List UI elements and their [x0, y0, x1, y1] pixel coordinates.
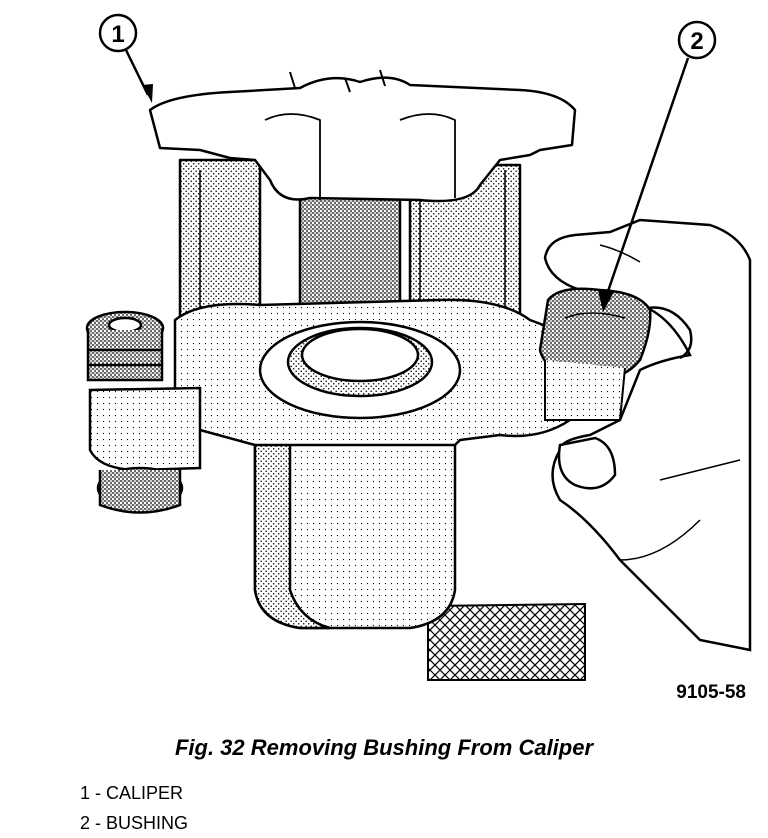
- legend-item-caliper: 1 - CALIPER: [80, 783, 184, 803]
- callout-1-number: 1: [111, 21, 124, 48]
- figure-caption: Fig. 32 Removing Bushing From Caliper: [174, 735, 594, 760]
- legend-item-bushing: 2 - BUSHING: [80, 813, 189, 833]
- slide-pin-boot: [85, 310, 202, 514]
- caliper-body: [148, 69, 577, 630]
- bushing: [538, 287, 652, 421]
- caliper-bushing-illustration: 1 2: [85, 13, 752, 681]
- callout-2: 2: [598, 20, 717, 312]
- hand-fingers: [543, 218, 752, 652]
- legend: 1 - CALIPER 2 - BUSHING: [80, 778, 188, 838]
- brake-pad: [427, 602, 586, 681]
- figure-code: 9105-58: [676, 682, 746, 703]
- callout-2-number: 2: [690, 28, 703, 55]
- callout-1: 1: [98, 13, 153, 103]
